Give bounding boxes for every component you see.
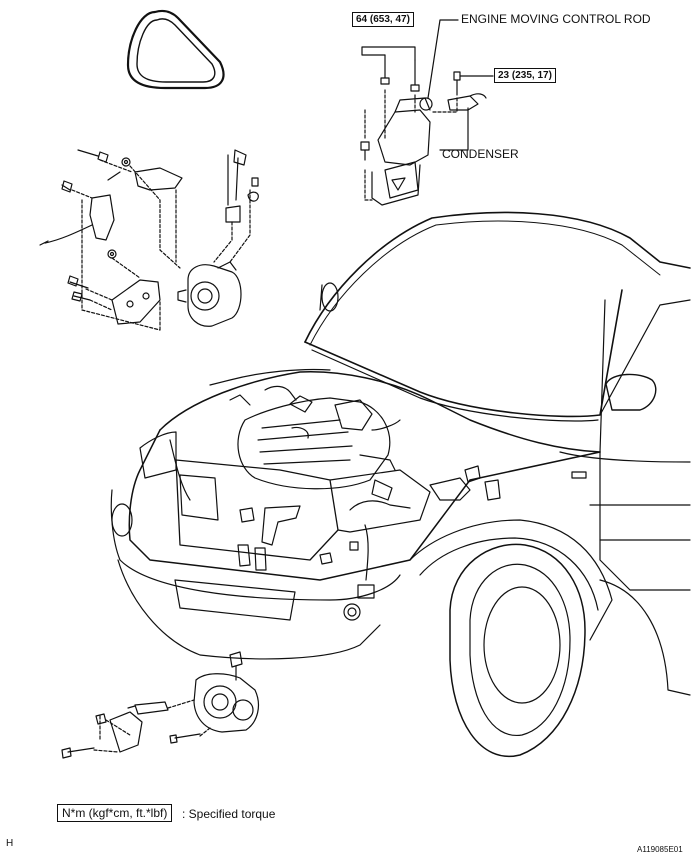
drive-belt	[126, 9, 225, 90]
condenser-bolt-torque-box: 23 (235, 17)	[494, 68, 556, 83]
condenser-label: CONDENSER	[442, 147, 519, 161]
rod-leader-line	[427, 19, 459, 99]
ac-compressor-assembly	[61, 651, 259, 759]
vehicle-body	[110, 211, 691, 758]
engine-moving-control-rod-label: ENGINE MOVING CONTROL ROD	[461, 12, 651, 26]
alternator-assembly	[39, 149, 259, 331]
engine-moving-control-rod-assembly	[360, 46, 494, 206]
engine-compartment	[229, 385, 501, 599]
torque-legend-description: : Specified torque	[182, 807, 276, 821]
torque-unit-box: N*m (kgf*cm, ft.*lbf)	[57, 804, 173, 822]
page-code: H	[6, 838, 14, 849]
rod-bolts-torque-box: 64 (653, 47)	[352, 12, 414, 27]
figure-id: A119085E01	[637, 845, 683, 854]
condenser-leader-line	[439, 107, 469, 151]
